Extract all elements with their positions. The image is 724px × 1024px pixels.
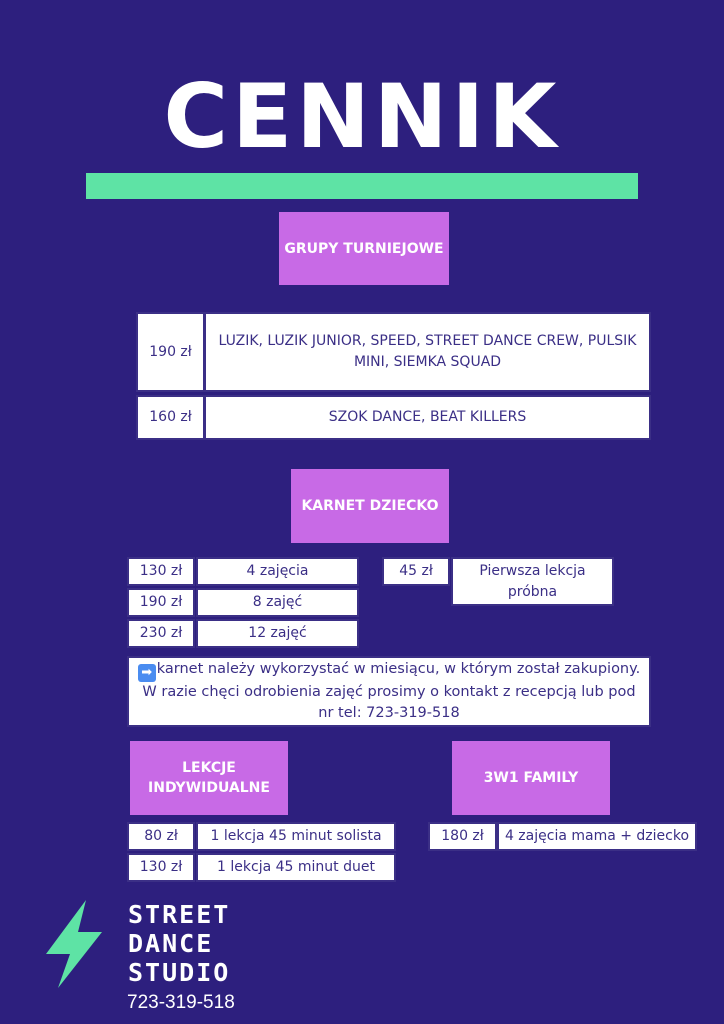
- brand-line-dance: DANCE: [128, 929, 214, 958]
- heading-lekcje-indywidualne: LEKCJE INDYWIDUALNE: [130, 741, 288, 815]
- trial-price-cell: 45 zł: [382, 557, 450, 586]
- price-cell: 230 zł: [127, 619, 195, 648]
- brand-line-street: STREET: [128, 900, 231, 929]
- kids-note: ➡karnet należy wykorzystać w miesiącu, w…: [127, 656, 651, 727]
- price-cell: 80 zł: [127, 822, 195, 851]
- price-cell: 160 zł: [136, 395, 205, 440]
- brand-line-studio: STUDIO: [128, 958, 231, 987]
- brand-phone: 723-319-518: [127, 992, 235, 1013]
- price-cell: 130 zł: [127, 853, 195, 882]
- brand-name: STREET DANCE STUDIO: [128, 900, 230, 987]
- title-underline-bar: [86, 173, 638, 199]
- price-cell: 130 zł: [127, 557, 195, 586]
- price-cell: 190 zł: [127, 588, 195, 617]
- description-cell: LUZIK, LUZIK JUNIOR, SPEED, STREET DANCE…: [204, 312, 651, 392]
- description-cell: 1 lekcja 45 minut duet: [196, 853, 396, 882]
- trial-description-cell: Pierwsza lekcja próbna: [451, 557, 614, 606]
- heading-grupy-turniejowe: GRUPY TURNIEJOWE: [279, 212, 449, 285]
- price-cell: 180 zł: [428, 822, 497, 851]
- kids-note-text: karnet należy wykorzystać w miesiącu, w …: [142, 661, 641, 721]
- lightning-bolt-icon: [46, 900, 102, 988]
- heading-3w1-family: 3W1 FAMILY: [452, 741, 610, 815]
- heading-karnet-dziecko: KARNET DZIECKO: [291, 469, 449, 543]
- description-cell: 12 zajęć: [196, 619, 359, 648]
- description-cell: 4 zajęcia mama + dziecko: [497, 822, 697, 851]
- arrow-right-icon: ➡: [137, 664, 156, 682]
- description-cell: 8 zajęć: [196, 588, 359, 617]
- description-cell: SZOK DANCE, BEAT KILLERS: [204, 395, 651, 440]
- price-cell: 190 zł: [136, 312, 205, 392]
- description-cell: 1 lekcja 45 minut solista: [196, 822, 396, 851]
- page-title: CENNIK: [163, 65, 561, 168]
- description-cell: 4 zajęcia: [196, 557, 359, 586]
